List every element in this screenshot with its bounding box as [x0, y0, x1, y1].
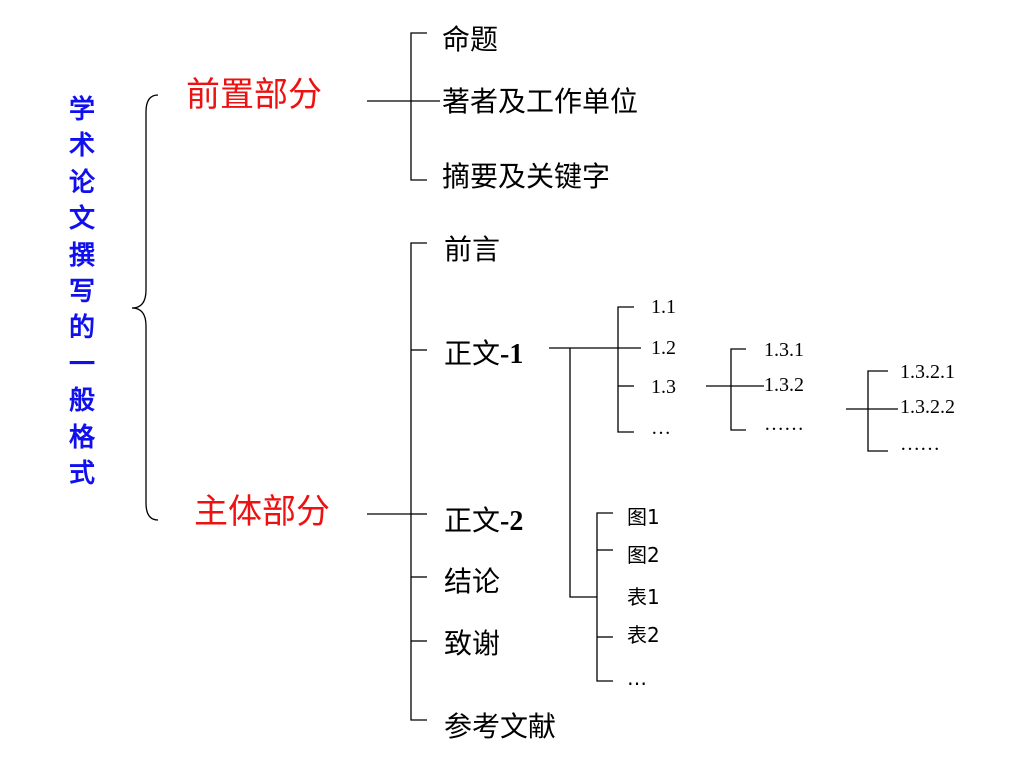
sub132-item: …… [900, 433, 940, 455]
title-char: 的 [68, 313, 95, 344]
body-item-thanks: 致谢 [444, 627, 501, 660]
title-char: 式 [68, 459, 95, 490]
sub1-item: 1.3 [651, 376, 676, 398]
title-char: 写 [68, 277, 95, 308]
table-item: 表1 [627, 585, 660, 609]
main2-number: -2 [500, 506, 524, 537]
sub1-item: 1.2 [651, 337, 676, 359]
title-char: 一 [68, 349, 95, 380]
title-char: 般 [68, 386, 95, 417]
main1-number: -1 [500, 339, 524, 370]
sub13-item: 1.3.1 [764, 339, 804, 361]
title-char: 术 [68, 131, 95, 162]
curly-brace [131, 94, 159, 521]
front-item-author: 著者及工作单位 [442, 85, 639, 118]
sub1-bracket [617, 306, 634, 433]
front-bracket [410, 32, 427, 181]
title-char: 论 [68, 167, 95, 198]
body-item-main1: 正文-1 [444, 340, 523, 369]
figures-branch [569, 348, 597, 598]
section-front: 前置部分 [186, 75, 322, 115]
sub132-bracket [867, 370, 888, 452]
sub13-bracket [730, 348, 746, 431]
table-item: 表2 [627, 623, 660, 647]
body-item-references: 参考文献 [444, 710, 557, 743]
sub132-item: 1.3.2.1 [900, 361, 955, 383]
vertical-title: 学 术 论 文 撰 写 的 一 般 格 式 [62, 92, 102, 492]
sub1-item: 1.1 [651, 296, 676, 318]
section-body: 主体部分 [194, 492, 330, 532]
sub132-item: 1.3.2.2 [900, 396, 955, 418]
main1-prefix: 正文 [444, 337, 501, 370]
title-char: 格 [68, 422, 95, 453]
front-item-title: 命题 [442, 23, 499, 56]
figure-item: 图2 [627, 543, 660, 567]
title-char: 文 [68, 204, 95, 235]
title-char: 撰 [68, 240, 95, 271]
body-item-preface: 前言 [444, 233, 501, 266]
sub13-item: 1.3.2 [764, 374, 804, 396]
body-item-main2: 正文-2 [444, 507, 523, 536]
body-bracket [410, 242, 427, 721]
main2-prefix: 正文 [444, 504, 501, 537]
figures-bracket [596, 512, 613, 682]
sub1-item: … [651, 417, 671, 439]
figure-item: … [627, 666, 647, 690]
title-char: 学 [68, 95, 95, 125]
sub13-item: …… [764, 413, 804, 435]
body-item-conclusion: 结论 [444, 565, 501, 598]
figure-item: 图1 [627, 505, 660, 529]
front-item-abstract: 摘要及关键字 [442, 160, 611, 193]
